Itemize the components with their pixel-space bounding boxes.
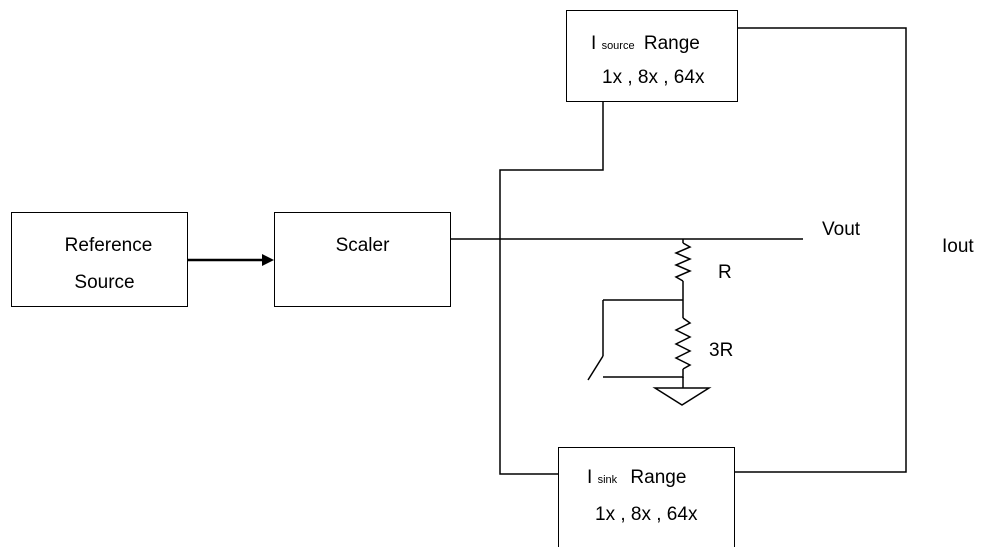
source-loop-wire	[499, 101, 604, 475]
source-range-word: Range	[643, 33, 700, 54]
resistor-3r-label: 3R	[709, 340, 734, 361]
iout-loop-wire	[734, 27, 907, 473]
scaler-label: Scaler	[335, 235, 390, 256]
reference-label-line1: Reference	[64, 235, 153, 256]
sink-prefix: I	[587, 467, 593, 488]
ground-icon	[652, 377, 712, 406]
resistor-3r-symbol	[674, 317, 692, 378]
sink-range-block: I sink Range 1x , 8x , 64x	[558, 447, 735, 547]
reference-source-block: Reference Source	[11, 212, 188, 307]
resistor-r-label: R	[718, 262, 732, 283]
sink-range-title: I sink Range	[587, 468, 686, 487]
vout-label: Vout	[822, 219, 861, 240]
source-subscript: source	[601, 40, 635, 52]
source-prefix: I	[591, 33, 597, 54]
source-range-block: I source Range 1x , 8x , 64x	[566, 10, 738, 102]
reference-label-line2: Source	[74, 272, 135, 293]
signal-arrow	[188, 254, 274, 266]
source-range-title: I source Range	[591, 34, 700, 53]
source-range-values: 1x , 8x , 64x	[602, 67, 705, 88]
sink-subscript: sink	[597, 474, 618, 486]
sink-range-word: Range	[630, 467, 687, 488]
resistor-r-symbol	[674, 239, 692, 318]
scaler-block: Scaler	[274, 212, 451, 307]
iout-label: Iout	[942, 236, 974, 257]
sink-range-values: 1x , 8x , 64x	[595, 504, 698, 525]
range-switch	[587, 299, 683, 381]
